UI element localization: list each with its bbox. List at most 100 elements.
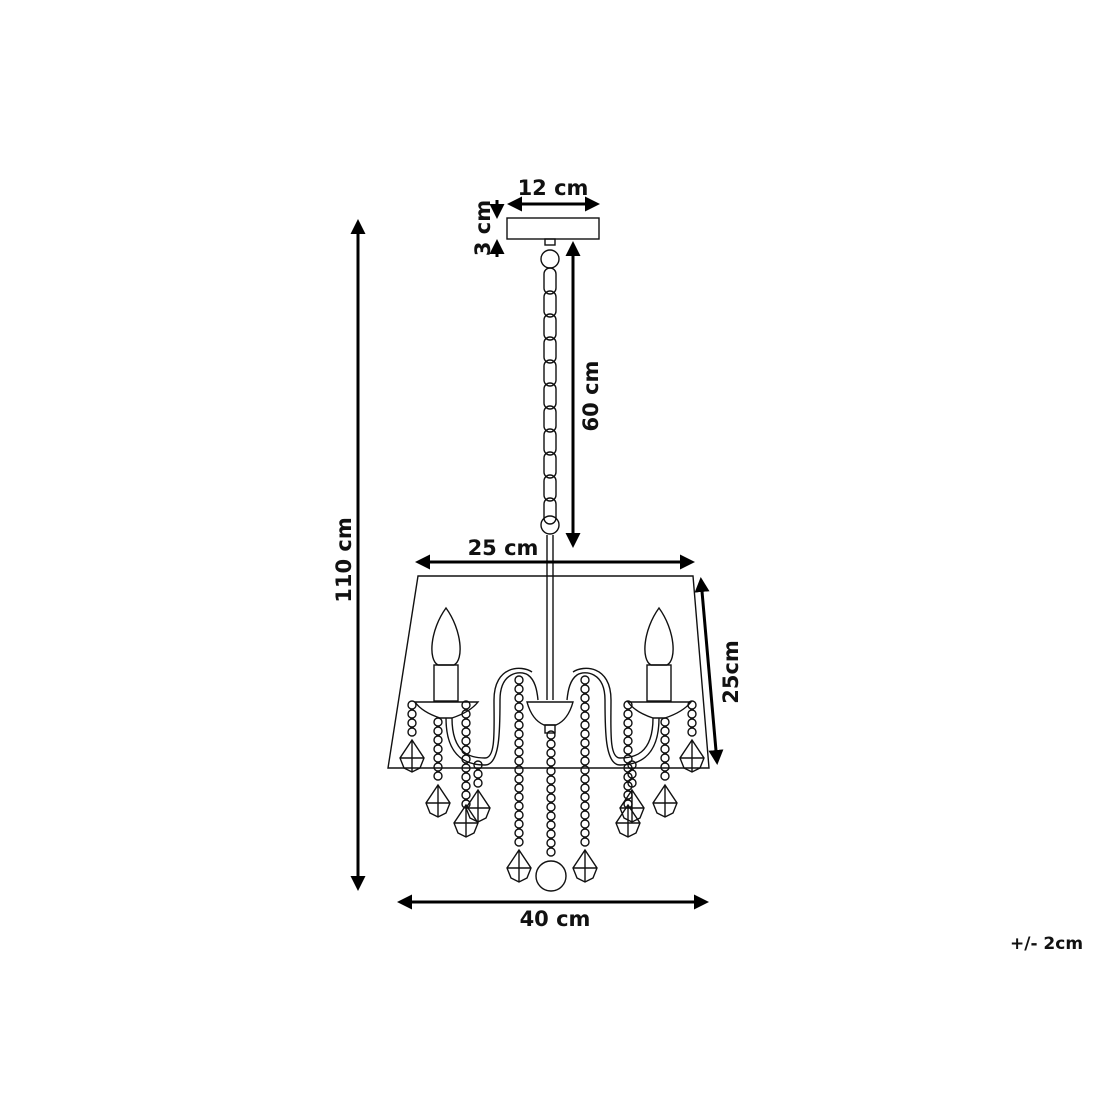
crystal-drop: [619, 788, 645, 823]
crystal-bead: [461, 745, 471, 755]
crystal-bead: [660, 771, 670, 781]
crystal-bead: [546, 730, 556, 740]
chain-ring: [540, 515, 560, 535]
crystal-bead: [580, 801, 590, 811]
crystal-bead: [433, 744, 443, 754]
crystal-bead: [514, 810, 524, 820]
crystal-bead: [461, 700, 471, 710]
crystal-bead: [514, 819, 524, 829]
crystal-bead: [627, 760, 637, 770]
chain-link: [543, 428, 557, 456]
dim-canopy-width-label: 12 cm: [518, 176, 589, 200]
crystal-bead: [580, 756, 590, 766]
crystal-bead: [546, 838, 556, 848]
crystal-bead: [514, 729, 524, 739]
chain-link: [543, 267, 557, 295]
crystal-bead: [623, 745, 633, 755]
crystal-bead: [580, 783, 590, 793]
crystal-bead: [580, 810, 590, 820]
chain-link: [543, 474, 557, 502]
crystal-bead: [461, 727, 471, 737]
chain: [540, 249, 560, 535]
crystal-bead: [546, 748, 556, 758]
crystal-bead: [546, 820, 556, 830]
crystal-bead: [660, 717, 670, 727]
chandelier-arms: [445, 667, 660, 766]
dim-shade-top-label: 25 cm: [468, 536, 539, 560]
crystal-bead: [580, 747, 590, 757]
crystal-drop: [572, 848, 598, 883]
crystal-bead: [514, 720, 524, 730]
crystal-bead: [546, 829, 556, 839]
crystal-bead: [580, 774, 590, 784]
crystal-bead: [514, 765, 524, 775]
chain-link: [543, 382, 557, 410]
crystal-bead: [580, 702, 590, 712]
dim-chain-length-label: 60 cm: [579, 361, 603, 432]
crystal-bead: [546, 784, 556, 794]
crystal-bead: [687, 718, 697, 728]
crystal-bead: [580, 711, 590, 721]
crystal-bead: [514, 837, 524, 847]
chain-link: [543, 290, 557, 318]
crystal-drop: [679, 738, 705, 773]
lamp-shade: [387, 575, 710, 769]
crystal-bead: [627, 778, 637, 788]
crystal-bead: [407, 700, 417, 710]
crystal-bead: [514, 828, 524, 838]
crystal-bead: [660, 744, 670, 754]
crystal-bead: [514, 702, 524, 712]
chain-link: [543, 405, 557, 433]
crystal-bead: [514, 801, 524, 811]
crystal-bead: [580, 828, 590, 838]
crystal-drop: [399, 738, 425, 773]
crystal-bead: [514, 693, 524, 703]
crystal-bead: [461, 736, 471, 746]
crystal-bead: [473, 769, 483, 779]
crystal-bead: [580, 729, 590, 739]
dim-shade-height-label: 25cm: [719, 640, 743, 704]
crystal-bead: [623, 718, 633, 728]
crystal-bead: [473, 778, 483, 788]
crystal-bead: [580, 684, 590, 694]
crystal-bead: [514, 756, 524, 766]
crystal-bead: [461, 754, 471, 764]
crystal-bead: [546, 757, 556, 767]
crystal-bead: [514, 684, 524, 694]
crystal-bead: [546, 775, 556, 785]
crystal-bead: [687, 709, 697, 719]
crystal-bead: [623, 727, 633, 737]
crystal-bead: [407, 727, 417, 737]
crystal-bead: [623, 700, 633, 710]
chain-ring: [540, 249, 560, 269]
crystal-bead: [514, 774, 524, 784]
crystal-bead: [514, 711, 524, 721]
crystal-bead: [514, 675, 524, 685]
crystal-bead: [623, 709, 633, 719]
crystal-strands: [399, 675, 705, 883]
dim-shade-bottom-label: 40 cm: [520, 907, 591, 931]
crystal-bead: [433, 753, 443, 763]
crystal-drop: [465, 788, 491, 823]
crystal-bead: [627, 769, 637, 779]
crystal-bead: [660, 735, 670, 745]
crystal-bead: [461, 709, 471, 719]
crystal-bead: [580, 693, 590, 703]
crystal-bead: [461, 781, 471, 791]
crystal-bead: [461, 772, 471, 782]
chain-link: [543, 336, 557, 364]
crystal-bead: [433, 717, 443, 727]
chain-link: [543, 313, 557, 341]
dim-shade-height-arrow: [694, 577, 724, 765]
crystal-drop: [615, 803, 641, 838]
crystal-bead: [580, 792, 590, 802]
crystal-bead: [407, 718, 417, 728]
crystal-bead: [660, 762, 670, 772]
crystal-bead: [546, 793, 556, 803]
dim-canopy-height-label: 3 cm: [471, 200, 495, 256]
crystal-drop: [425, 783, 451, 818]
crystal-bead: [461, 763, 471, 773]
crystal-bead: [433, 735, 443, 745]
canopy: [506, 217, 600, 240]
crystal-drop: [652, 783, 678, 818]
